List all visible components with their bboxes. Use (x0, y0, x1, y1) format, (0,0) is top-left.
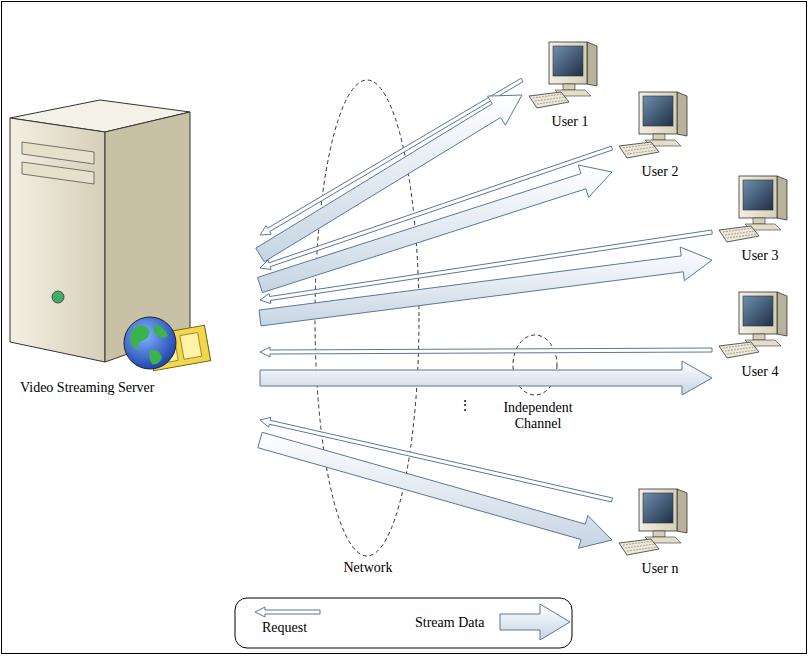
channel-label: Independent Channel (490, 400, 586, 432)
stream-arrow (258, 432, 612, 548)
node-label: User 2 (612, 164, 708, 180)
computer-icon (619, 92, 687, 158)
server-tower (10, 100, 211, 371)
computer-icon (719, 292, 787, 358)
server-node: Video Streaming Server (10, 95, 260, 445)
stream-sample (500, 604, 570, 640)
stream-arrow (259, 247, 712, 326)
request-arrow (260, 347, 712, 357)
request-sample (255, 607, 320, 617)
node-label: User 1 (522, 114, 618, 130)
node-label: User 3 (712, 248, 808, 264)
user-node: User 2 (612, 88, 708, 188)
legend-box (235, 598, 572, 648)
user-node: User 4 (712, 288, 808, 388)
network-label: Network (338, 560, 398, 576)
node-label: Video Streaming Server (20, 380, 154, 396)
user-node: User 3 (712, 172, 808, 272)
node-label: User 4 (712, 364, 808, 380)
ellipsis-mark: ⋮ (458, 398, 472, 414)
user-node: User n (612, 485, 708, 585)
stream-arrow (260, 361, 712, 395)
legend-text: Request (262, 620, 307, 636)
node-label: User n (612, 561, 708, 577)
request-arrow (260, 146, 613, 269)
computer-icon (529, 42, 597, 108)
legend-text: Stream Data (415, 615, 485, 631)
computer-icon (719, 176, 787, 242)
user-node: User 1 (522, 38, 618, 138)
computer-icon (619, 489, 687, 555)
